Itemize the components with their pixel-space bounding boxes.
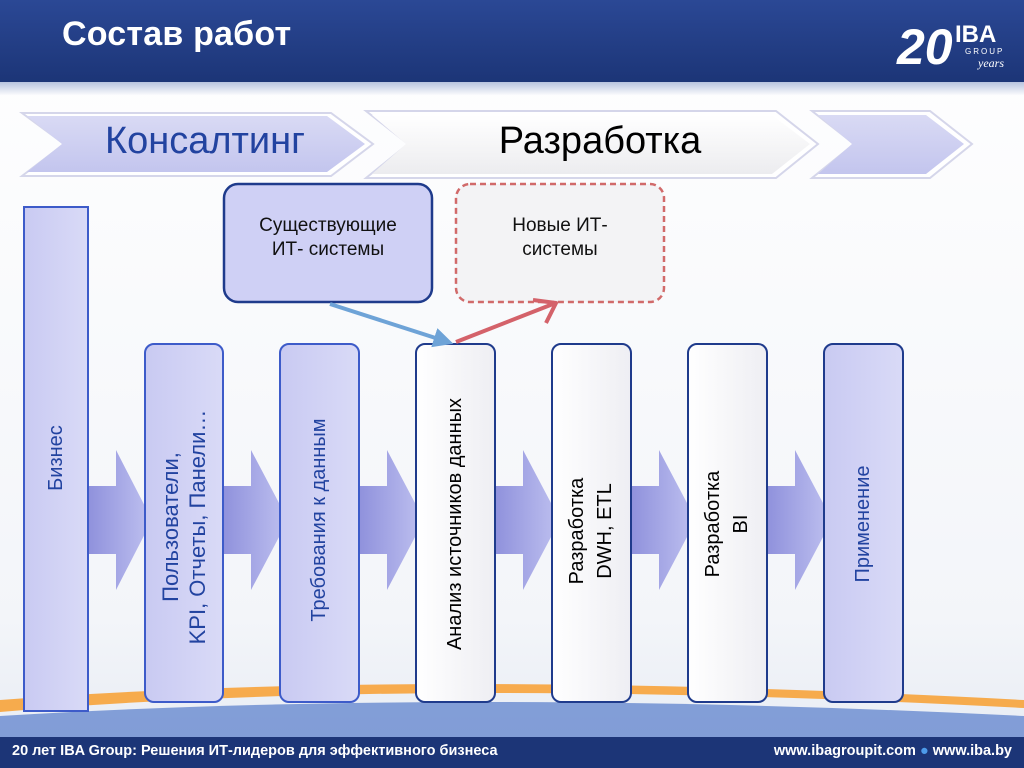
new-systems-line-2: системы bbox=[522, 239, 598, 260]
new-systems-box bbox=[454, 182, 666, 304]
stage-label-business: Бизнес bbox=[36, 328, 76, 588]
stage-label-source-analysis-line-1: Анализ источников данных bbox=[444, 397, 466, 651]
stage-box-application bbox=[823, 343, 904, 703]
phase-chevron-development bbox=[363, 110, 820, 179]
connector-analysis-to-new bbox=[455, 302, 554, 344]
new-systems-label: Новые ИТ-системы bbox=[458, 196, 662, 280]
logo-number: 20 bbox=[896, 19, 953, 75]
stage-label-users-line-2: KPI, Отчеты, Панели… bbox=[185, 409, 210, 645]
footer-tagline: 20 лет IBA Group: Решения ИТ-лидеров для… bbox=[12, 743, 498, 759]
flow-arrow-1 bbox=[88, 450, 152, 590]
footer-link-iba-by[interactable]: www.iba.by bbox=[932, 743, 1012, 759]
stage-label-application: Применение bbox=[843, 379, 883, 669]
stage-box-dwh-etl bbox=[551, 343, 632, 703]
phase-chevron-next bbox=[809, 110, 974, 179]
stage-box-business bbox=[23, 206, 89, 712]
stage-label-dwh-etl-line-2: DWH, ETL bbox=[594, 483, 616, 579]
footer-separator-dot: ● bbox=[919, 743, 929, 759]
flow-arrow-6 bbox=[767, 450, 832, 590]
existing-systems-line-1: Существующие bbox=[259, 215, 397, 236]
stage-label-source-analysis: Анализ источников данных bbox=[435, 379, 475, 669]
page-title: Состав работ bbox=[62, 15, 292, 53]
stage-box-bi bbox=[687, 343, 768, 703]
existing-systems-box bbox=[222, 182, 434, 304]
footer-links: www.ibagroupit.com ● www.iba.by bbox=[774, 743, 1012, 759]
connector-arrowhead-red bbox=[532, 298, 558, 324]
new-systems-line-1: Новые ИТ- bbox=[512, 215, 608, 236]
phase-label-next bbox=[850, 119, 940, 163]
stage-label-bi-line-2: BI bbox=[730, 514, 752, 534]
flow-arrow-3 bbox=[359, 450, 424, 590]
logo-tag: years bbox=[977, 56, 1004, 70]
footer-bar bbox=[0, 737, 1024, 768]
header-bar: Состав работ 20 IBA GROUP years bbox=[0, 0, 1024, 82]
logo-brand: IBA bbox=[955, 21, 996, 48]
stage-label-requirements: Требования к данным bbox=[299, 375, 339, 665]
decor-swoosh-blue bbox=[0, 702, 1024, 737]
flow-arrow-4 bbox=[495, 450, 560, 590]
stage-box-requirements bbox=[279, 343, 360, 703]
stage-label-users-line-1: Пользователи, bbox=[158, 452, 183, 602]
stage-label-bi: Разработка BI bbox=[695, 379, 759, 669]
iba-logo: 20 IBA GROUP years bbox=[896, 19, 1004, 75]
stage-label-requirements-line-1: Требования к данным bbox=[308, 418, 330, 622]
stage-label-business-line-1: Бизнес bbox=[45, 425, 67, 491]
connector-existing-to-analysis bbox=[329, 302, 454, 348]
stage-label-dwh-etl-line-1: Разработка bbox=[566, 477, 588, 585]
stage-label-users: Пользователи,KPI, Отчеты, Панели… bbox=[148, 382, 220, 672]
footer-link-ibagroupit[interactable]: www.ibagroupit.com bbox=[773, 743, 916, 759]
stage-label-application-line-1: Применение bbox=[852, 465, 874, 583]
stage-box-users bbox=[144, 343, 224, 703]
header-gradient-band bbox=[0, 82, 1024, 96]
stage-label-bi-line-1: Разработка bbox=[702, 470, 724, 578]
phase-chevron-consulting bbox=[18, 112, 375, 177]
flow-arrow-5 bbox=[631, 450, 696, 590]
phase-label-consulting: Консалтинг bbox=[104, 120, 306, 162]
logo-sub: GROUP bbox=[965, 47, 1004, 56]
stage-label-dwh-etl: Разработка DWH, ETL bbox=[559, 386, 623, 676]
phase-label-development: Разработка bbox=[498, 120, 702, 162]
flow-arrow-2 bbox=[223, 450, 288, 590]
existing-systems-line-2: ИТ- системы bbox=[271, 239, 385, 260]
stage-box-source-analysis bbox=[415, 343, 496, 703]
